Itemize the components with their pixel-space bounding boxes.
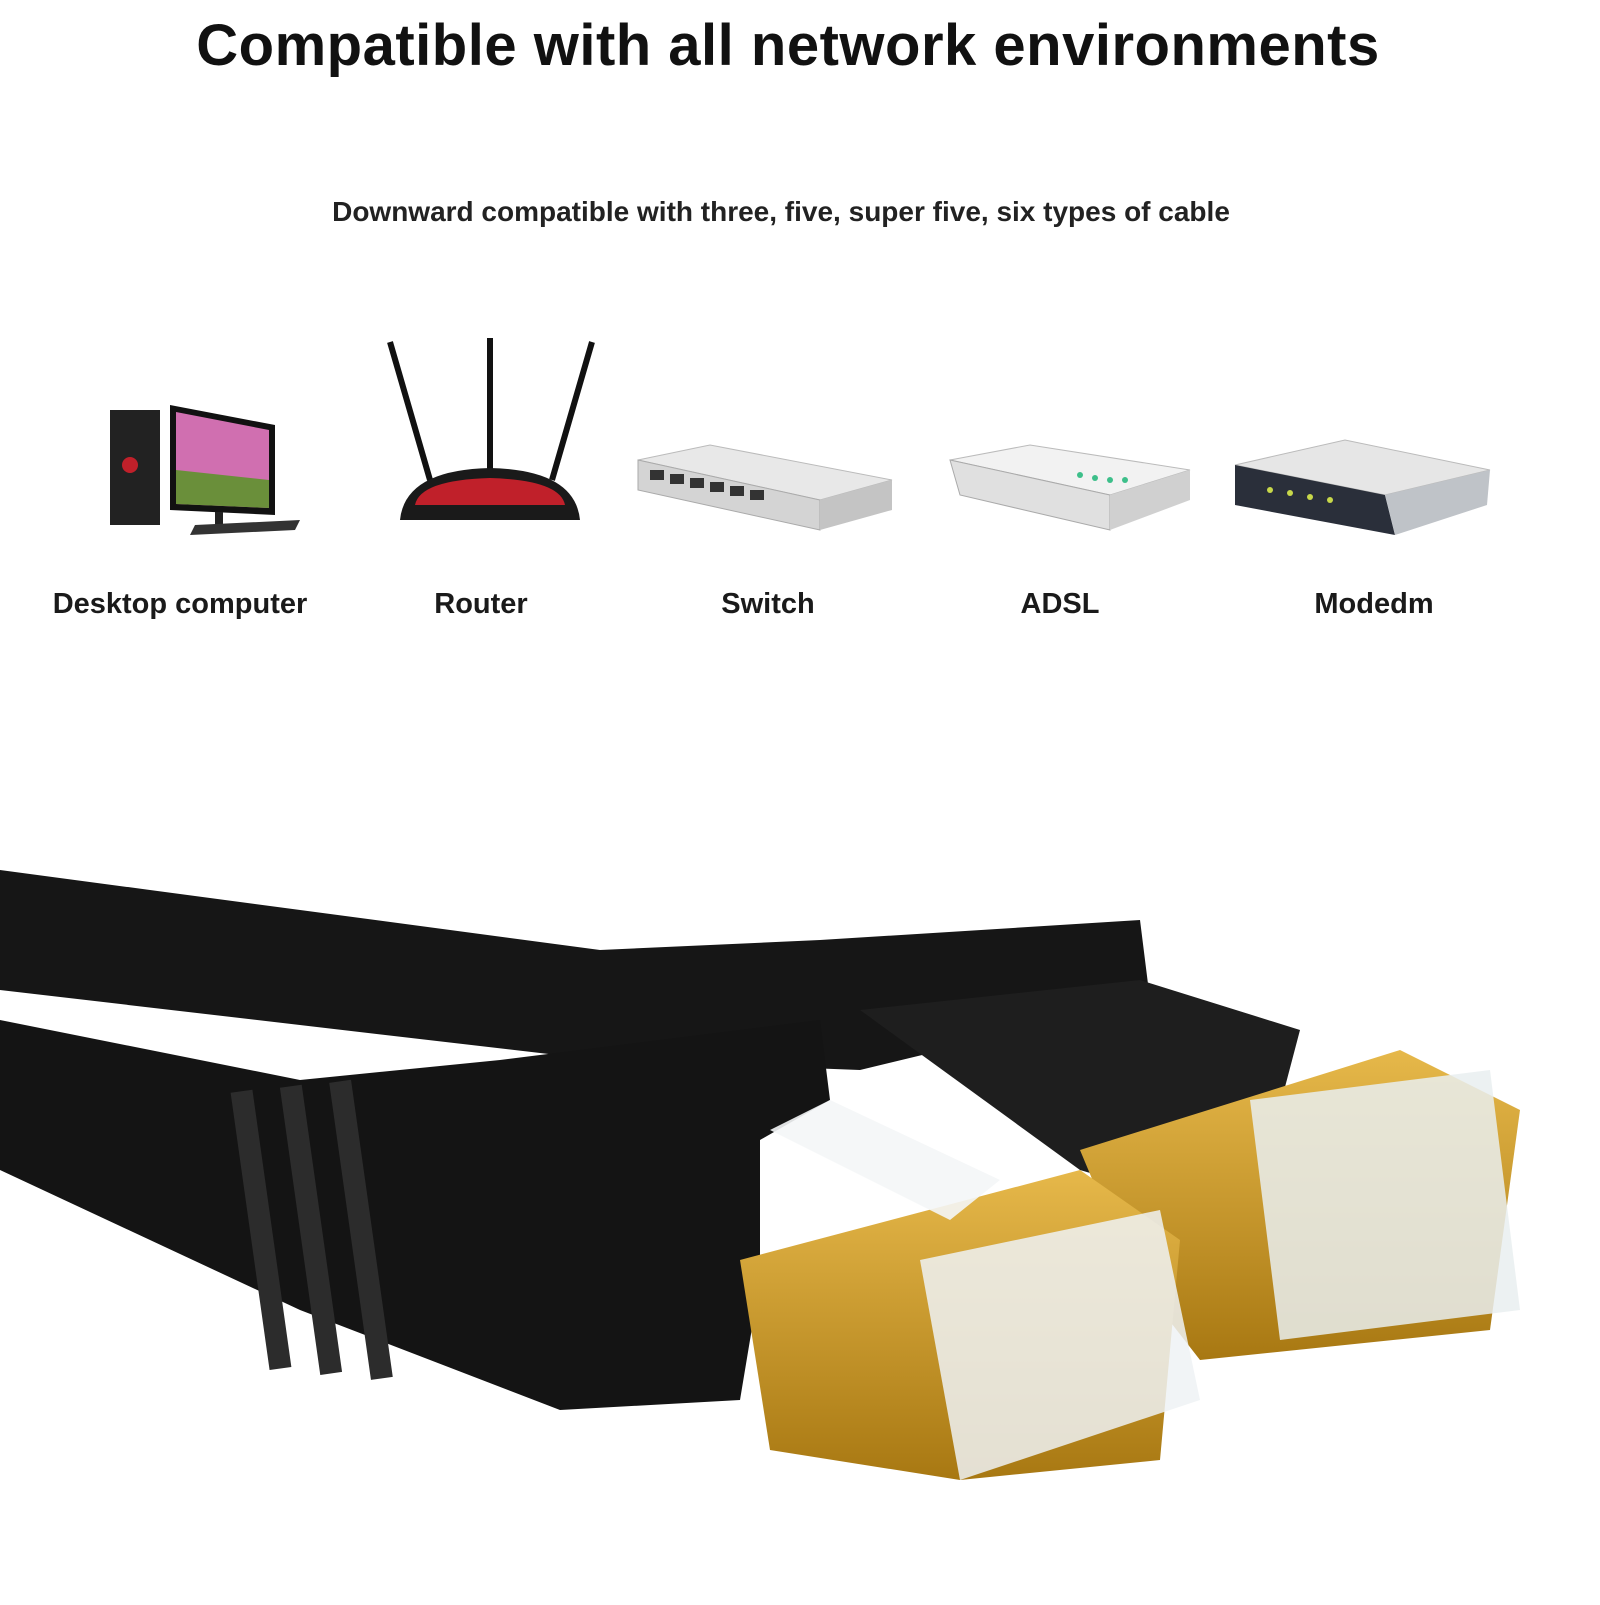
device-label-adsl: ADSL bbox=[1020, 588, 1100, 620]
device-label-modem: Modedm bbox=[1314, 588, 1434, 620]
device-label-desktop: Desktop computer bbox=[52, 588, 308, 620]
page-subtitle: Downward compatible with three, five, su… bbox=[332, 196, 1230, 227]
desktop-computer-icon bbox=[30, 330, 330, 560]
router-icon bbox=[340, 330, 640, 560]
device-label-switch: Switch bbox=[721, 588, 815, 620]
device-label-router: Router bbox=[434, 588, 528, 620]
adsl-icon bbox=[930, 330, 1230, 560]
ethernet-cable-image bbox=[0, 840, 1600, 1600]
switch-icon bbox=[630, 330, 930, 560]
modem-icon bbox=[1225, 330, 1525, 560]
page-title: Compatible with all network environments bbox=[196, 13, 1380, 78]
